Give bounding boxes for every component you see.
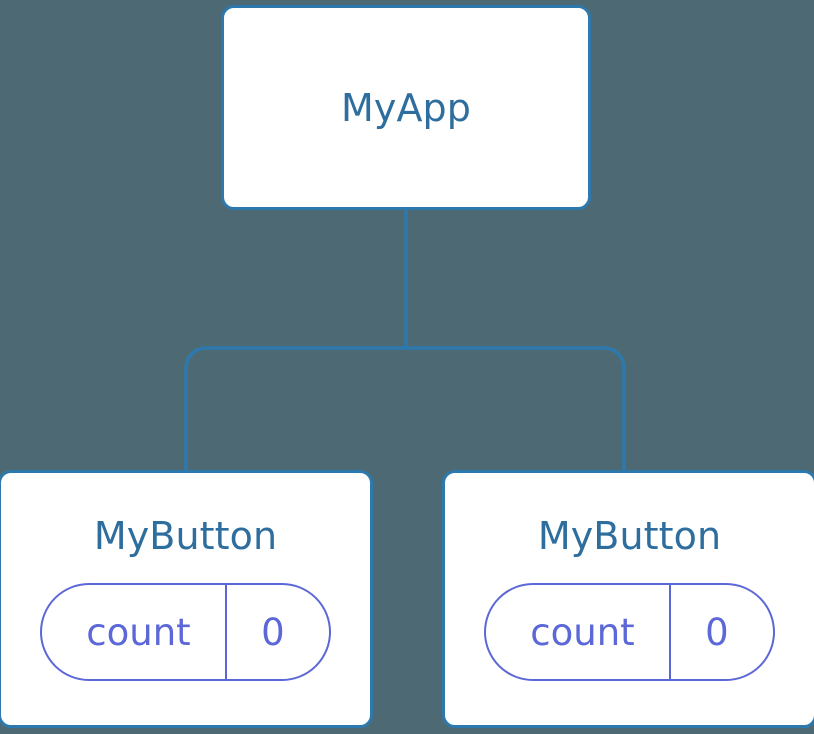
state-pill-count-0[interactable]: count 0 <box>40 583 331 681</box>
node-mybutton-1[interactable]: MyButton count 0 <box>442 470 814 728</box>
state-pill-value-0: 0 <box>261 610 285 654</box>
state-pill-divider-0 <box>224 585 228 679</box>
state-pill-key-1: count <box>530 610 635 654</box>
edge-root-to-child-0 <box>184 346 406 472</box>
state-pill-divider-1 <box>668 585 672 679</box>
node-mybutton-0[interactable]: MyButton count 0 <box>0 470 373 728</box>
state-pill-key-0: count <box>86 610 191 654</box>
edge-root-to-child-1 <box>406 346 626 472</box>
node-myapp[interactable]: MyApp <box>221 5 591 210</box>
state-pill-value-1: 0 <box>705 610 729 654</box>
node-myapp-label: MyApp <box>340 85 471 130</box>
node-mybutton-0-label: MyButton <box>93 514 278 558</box>
state-pill-count-1[interactable]: count 0 <box>484 583 775 681</box>
node-mybutton-1-label: MyButton <box>537 514 722 558</box>
